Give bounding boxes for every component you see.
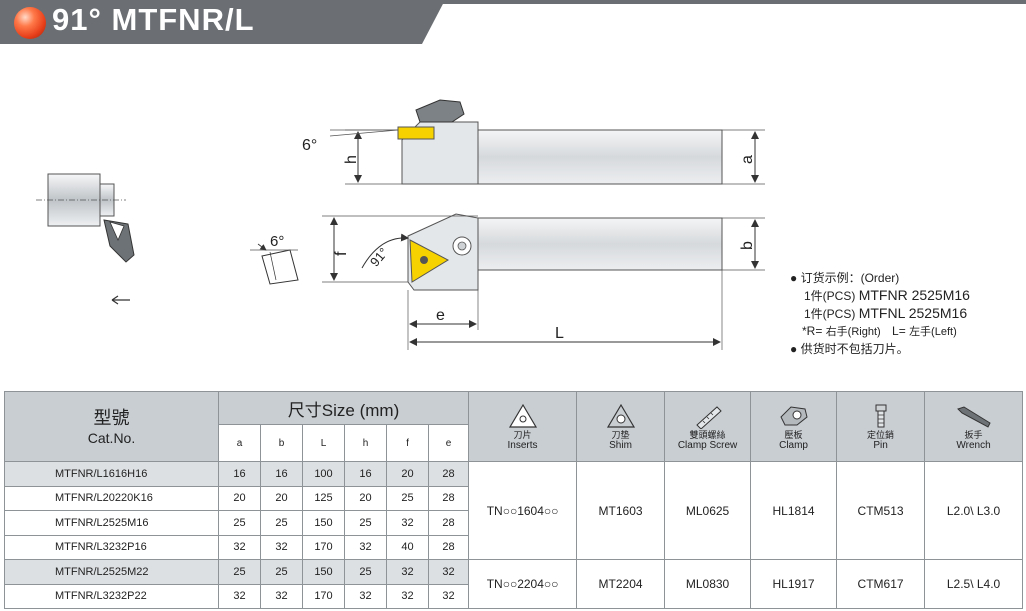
dim-col-L: L [302,424,345,462]
part-header-pin: 定位銷 Pin [836,391,926,462]
order-line-left: 1件(PCS) MTFNL 2525M16 [804,305,968,321]
order-example-title: ● 订货示例：(Order) [790,271,900,285]
clamp-screw-icon [695,405,722,429]
side-view [329,99,765,185]
group2-shim: MT2204 [576,559,666,609]
tool-drawing: 6° h a f 91° b e L 6° [36,99,765,350]
dim-col-a: a [218,424,261,462]
order-note: ● 订货示例：(Order) 1件(PCS) MTFNR 2525M16 1件(… [790,270,970,358]
angle-top-label: 6° [302,137,317,154]
title-banner [0,0,445,44]
group1-wrench: L2.0\ L3.0 [924,461,1024,560]
clamp-icon [779,405,808,425]
part-header-clamp: 壓板 Clamp [750,391,838,462]
dim-L-label: L [555,325,564,342]
order-code-left: MTFNL 2525M16 [858,305,968,321]
group1-clamp: HL1814 [750,461,838,560]
dim-h-label: h [343,155,360,164]
size-header: 尺寸Size (mm) [217,391,470,425]
table-row: MTFNR/L2525M16 25 25 150 25 32 28 [4,510,1023,536]
group1-shim: MT1603 [576,461,666,560]
dim-e-label: e [436,307,445,324]
wrench-icon [956,405,991,428]
part-header-screw: 雙頭螺絲 Clamp Screw [664,391,752,462]
dim-col-e: e [427,424,470,462]
order-code-right: MTFNR 2525M16 [858,287,970,303]
group2-wrench: L2.5\ L4.0 [924,559,1024,609]
table-row: MTFNR/L2525M22 25 25 150 25 32 32 TN○○22… [4,559,1024,609]
top-view [322,213,765,350]
angle-side-label: 6° [270,233,284,250]
dim-col-b: b [260,424,303,462]
table-row: MTFNR/L3232P16 32 32 170 32 40 28 [4,534,1023,560]
part-header-wrench: 扳手 Wrench [924,391,1024,462]
group2-insert: TN○○2204○○ [468,559,578,609]
group2-clamp: HL1917 [750,559,838,609]
order-line-right: 1件(PCS) MTFNR 2525M16 [804,287,970,303]
pin-icon [875,404,887,427]
bullet-ball-icon [14,7,46,39]
part-header-shim: 刀垫 Shim [576,391,666,462]
hand-legend: *R= 右手(Right) L= 左手(Left) [802,324,957,338]
part-header-insert: 刀片 Inserts [468,391,578,462]
dim-col-f: f [386,424,429,462]
insert-icon [508,403,537,428]
workpiece-sketch [36,173,135,305]
group1-pin: CTM513 [836,461,926,560]
table-row: MTFNR/L3232P22 32 32 170 32 32 32 [4,583,1023,609]
clearance-sketch [250,243,299,285]
dim-f-label: f [333,251,350,256]
angle-lead-label: 91° [367,245,391,270]
shim-icon [606,403,635,428]
spec-table: 型號 Cat.No. 尺寸Size (mm) 刀片 Inserts 刀垫 Shi… [4,391,1024,609]
group1-insert: TN○○1604○○ [468,461,578,560]
catno-header: 型號 Cat.No. [4,391,219,462]
supply-note: ● 供货时不包括刀片。 [790,342,909,356]
group1-screw: ML0625 [664,461,752,560]
dim-b-label: b [739,241,756,250]
header-rule [0,0,1026,4]
dim-a-label: a [739,155,756,164]
group2-screw: ML0830 [664,559,752,609]
table-row: MTFNR/L20220K16 20 20 125 20 25 28 [4,485,1023,511]
page-title: 91° MTFNR/L [52,2,255,37]
dim-col-h: h [344,424,387,462]
group2-pin: CTM617 [836,559,926,609]
table-row: MTFNR/L1616H16 16 16 100 16 20 28 TN○○16… [4,461,1024,560]
